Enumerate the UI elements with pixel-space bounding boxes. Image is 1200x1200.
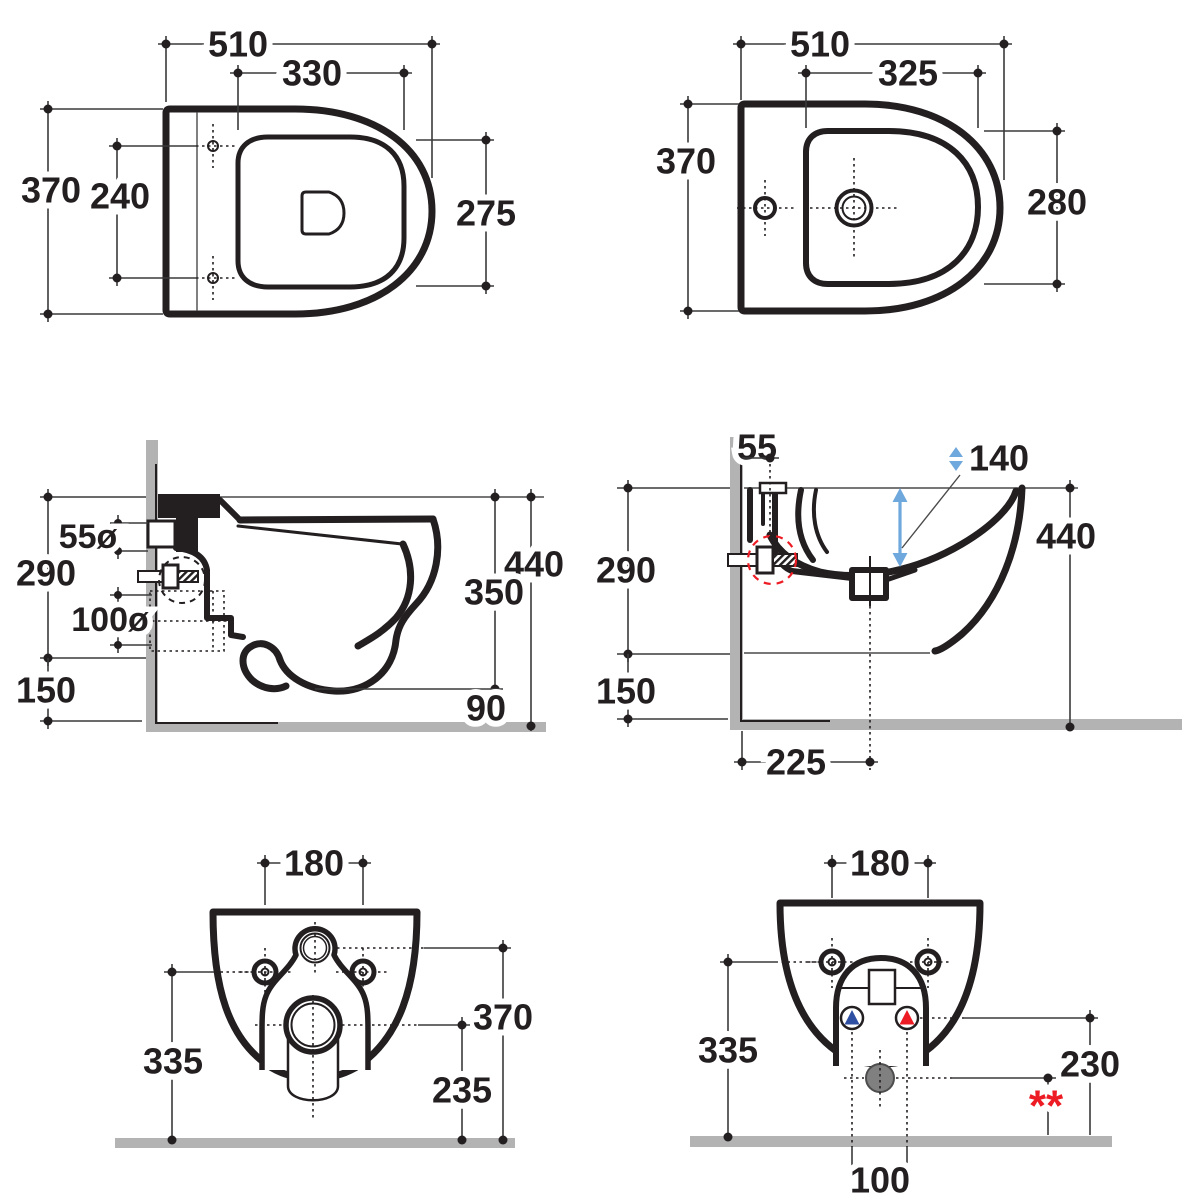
dim-overall-width: 510 [208,24,268,65]
dim-inlet-diameter: 55ø [59,518,118,556]
dim-basin-depth: 140 [969,438,1029,479]
dim-overall-depth: 370 [656,141,716,182]
floor [690,1136,1112,1147]
toilet-side-view: 55ø 290 100ø 150 440 350 90 [10,440,570,735]
fixing-bolt [137,556,206,604]
fixing-hole-top [196,124,236,168]
dim-fixing-centres: 180 [850,843,910,884]
cold-water-icon [844,1010,860,1025]
dim-lower-height: 150 [16,670,76,711]
inlet-ring [299,932,331,964]
dim-drain-offset: 225 [766,742,826,783]
dim-fixing-centres: 240 [90,176,150,217]
dim-supply-centres: 100 [850,1160,910,1200]
toilet-rear-dimensions: 180 370 335 235 [137,837,539,1145]
floor [730,719,1182,730]
dim-basin-width: 325 [878,53,938,94]
dim-fixing-height: 335 [143,1041,203,1082]
cold-water-connection [839,1005,865,1031]
dim-rim-height: 350 [464,572,524,613]
wall-floor-line [740,462,830,722]
dim-supply-height: 230 [1060,1044,1120,1085]
dim-fixing-centres: 180 [284,843,344,884]
toilet-side-dimensions: 55ø 290 100ø 150 440 350 90 [10,489,570,735]
dim-overall-height: 440 [504,544,564,585]
toilet-rear-view: 180 370 335 235 [115,837,539,1148]
bidet-top-dimensions: 510 325 370 280 [650,18,1093,319]
bidet-top-view: 510 325 370 280 [650,18,1093,319]
fixing-hole-left [808,938,856,988]
dim-lower-height: 150 [596,671,656,712]
bidet-side-dimensions: 55 140 290 150 440 [590,421,1102,789]
bolt-detail-circle [158,556,206,604]
depth-arrow-icon [892,488,908,567]
fixing-hole-bottom [196,256,236,300]
basin-waste [810,158,898,258]
tap-block [867,968,897,1006]
dim-seat-width: 330 [282,53,342,94]
dim-outlet-diameter: 100ø [71,601,149,639]
dim-underside-clearance: 90 [466,688,506,729]
dim-inlet-height: 370 [473,997,533,1038]
toilet-flush-outlet [300,190,346,236]
tap-hole [737,180,795,236]
hot-water-icon [899,1010,915,1025]
hot-water-connection [894,1005,920,1031]
wall-floor-line [155,464,278,724]
dim-overall-height: 440 [1036,516,1096,557]
dim-overall-width: 510 [790,24,850,65]
waste-outlet [844,1050,895,1110]
dim-outlet-height: 235 [432,1070,492,1111]
dim-upper-height: 290 [596,550,656,591]
toilet-top-view: 510 330 370 240 275 [15,18,522,322]
updown-arrow-icon [949,447,963,471]
dim-basin-depth: 280 [1027,182,1087,223]
toilet-top-dimensions: 510 330 370 240 275 [15,18,522,322]
fixing-hole-left [240,948,292,998]
dim-fixing-height: 335 [698,1030,758,1071]
wall [730,437,743,730]
floor [146,722,546,732]
arch-recess [833,955,929,1066]
fixing-hole-right [336,948,390,998]
outlet-pipe-hidden [140,590,232,652]
bidet-basin-outline [803,128,981,287]
dim-upper-height: 290 [16,553,76,594]
fixing-hole-right [904,938,952,988]
toilet-section [146,494,442,695]
floor [115,1138,515,1148]
toilet-pan-outline [162,105,436,318]
bidet-rear-view: 180 335 230 ** 100 [690,837,1126,1200]
fixing-bolt [727,534,798,586]
bidet-rear-dimensions: 180 335 230 ** 100 [692,837,1126,1200]
bidet-side-view: 55 140 290 150 440 [590,421,1182,789]
dim-overall-depth: 370 [21,170,81,211]
toilet-seat-opening [235,134,407,290]
dim-inlet-offset: 55 [737,427,777,468]
dim-seat-depth: 275 [456,193,516,234]
bolt-highlight-circle [746,534,798,586]
note-marker: ** [1029,1082,1064,1131]
